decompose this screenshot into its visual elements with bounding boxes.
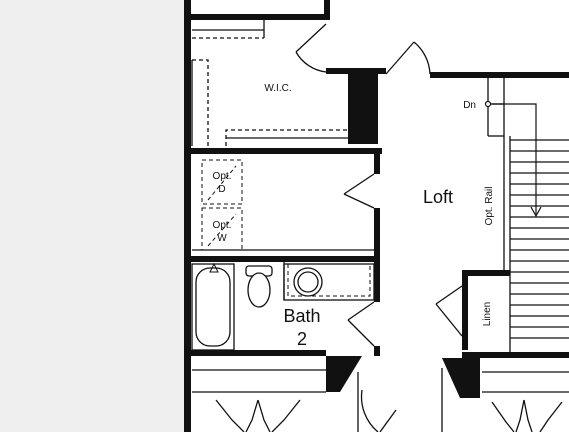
bath-door-leaf <box>347 319 375 347</box>
wall-segment <box>184 14 330 20</box>
opt-washer-label-line1: Opt. <box>213 220 232 231</box>
wic-label: W.I.C. <box>264 83 291 94</box>
vanity-counter <box>283 263 375 301</box>
left-exterior-wall <box>184 0 191 432</box>
bath-number-label: 2 <box>297 329 307 349</box>
wic-closet-block <box>348 74 378 144</box>
opt-washer-box <box>201 207 243 251</box>
stair-arrow <box>484 100 542 218</box>
wic-shelf-dashed <box>225 129 348 146</box>
bath-label: Bath <box>283 306 320 326</box>
sink-inner <box>297 271 319 293</box>
walls <box>184 0 569 432</box>
sink-outer <box>293 267 323 297</box>
opt-washer-x <box>207 213 237 247</box>
opt-dryer-label-line2: D <box>218 184 225 195</box>
bifold-door <box>245 399 259 432</box>
wall-segment <box>374 346 380 356</box>
vanity-dashed <box>287 263 371 297</box>
toilet <box>245 265 273 308</box>
toilet-bowl <box>247 272 271 308</box>
stair-down-label: Dn <box>463 100 476 111</box>
optional-appliances <box>201 76 505 297</box>
wall-segment <box>326 68 386 74</box>
laundry-door-leaf <box>343 173 375 195</box>
sink <box>293 267 323 297</box>
exterior-area <box>0 0 186 432</box>
wall-segment <box>462 270 468 350</box>
wic-door-swing <box>295 51 327 73</box>
bifold-door <box>257 399 271 432</box>
wic-shelf-dashed <box>192 59 209 146</box>
opt-dryer-x <box>207 165 237 201</box>
linen-door-leaf <box>435 285 463 305</box>
wall-wedge <box>326 356 362 392</box>
bottom-door-swing <box>360 389 379 432</box>
bathtub-outline <box>191 263 235 351</box>
stair-treads <box>510 139 569 339</box>
wall-segment <box>324 0 330 20</box>
bifold-door <box>491 401 515 432</box>
thin-lines <box>191 20 569 432</box>
stair-start-icon <box>484 100 492 108</box>
opt-dryer-label-line1: Opt. <box>213 171 232 182</box>
linen-label: Linen <box>482 302 493 326</box>
wall-segment <box>186 148 382 154</box>
wall-wedge <box>442 358 480 398</box>
opt-washer-label-line2: W <box>217 233 227 244</box>
wall-segment <box>430 72 569 78</box>
bath-door-leaf <box>347 301 375 321</box>
laundry-door-leaf <box>343 193 375 209</box>
vent-marker <box>209 262 219 273</box>
wall-segment <box>462 270 510 276</box>
wic-door-leaf <box>295 23 327 53</box>
bathtub-basin <box>195 267 231 347</box>
wall-segment <box>374 208 380 302</box>
bifold-door <box>271 399 301 432</box>
loft-door-leaf <box>385 41 415 75</box>
wall-segment <box>186 350 326 356</box>
loft-door-swing <box>413 41 431 75</box>
bifold-door <box>523 399 533 432</box>
bifold-door <box>539 401 563 432</box>
bifold-door <box>215 399 245 432</box>
wall-segment <box>186 256 380 262</box>
loft-label: Loft <box>423 187 453 207</box>
wall-segment <box>462 352 569 358</box>
wall-segment <box>374 150 380 174</box>
opt-rail-label: Opt. Rail <box>484 187 495 226</box>
bifold-door <box>515 399 525 432</box>
bottom-door-leaf <box>379 409 397 432</box>
linen-door-leaf <box>435 303 463 337</box>
